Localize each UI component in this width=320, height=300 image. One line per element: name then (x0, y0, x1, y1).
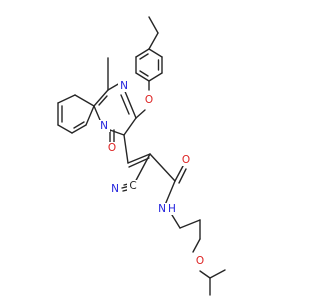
atom-o-keto-label: O (108, 142, 116, 154)
atom-o-ether2-label: O (196, 255, 204, 267)
atom-n-nitrile: N (109, 183, 121, 195)
atom-nh-amide-label: N (158, 203, 166, 215)
atom-o-keto: O (106, 142, 118, 154)
atom-nh-amide: N H (156, 203, 180, 215)
atom-n-ring: N (118, 80, 130, 92)
atom-n-bridge-label: N (100, 120, 108, 132)
atom-c-nitrile-label: C (129, 180, 136, 192)
atom-o-amide-label: O (182, 154, 190, 166)
atom-o-amide: O (180, 154, 192, 166)
atom-n-bridge: N (98, 120, 110, 132)
atom-o-ether2: O (194, 255, 206, 267)
atom-n-ring-label: N (120, 80, 128, 92)
atom-label-group: N O N O N C O N H (98, 80, 206, 267)
atom-c-nitrile: C (127, 180, 139, 192)
molecule-structure: N O N O N C O N H (57, 16, 226, 296)
atom-o-ether-label: O (145, 94, 153, 106)
bond-lines (57, 16, 226, 296)
atom-h-amide-label: H (168, 203, 176, 215)
atom-o-ether: O (143, 94, 155, 106)
atom-n-nitrile-label: N (111, 183, 119, 195)
